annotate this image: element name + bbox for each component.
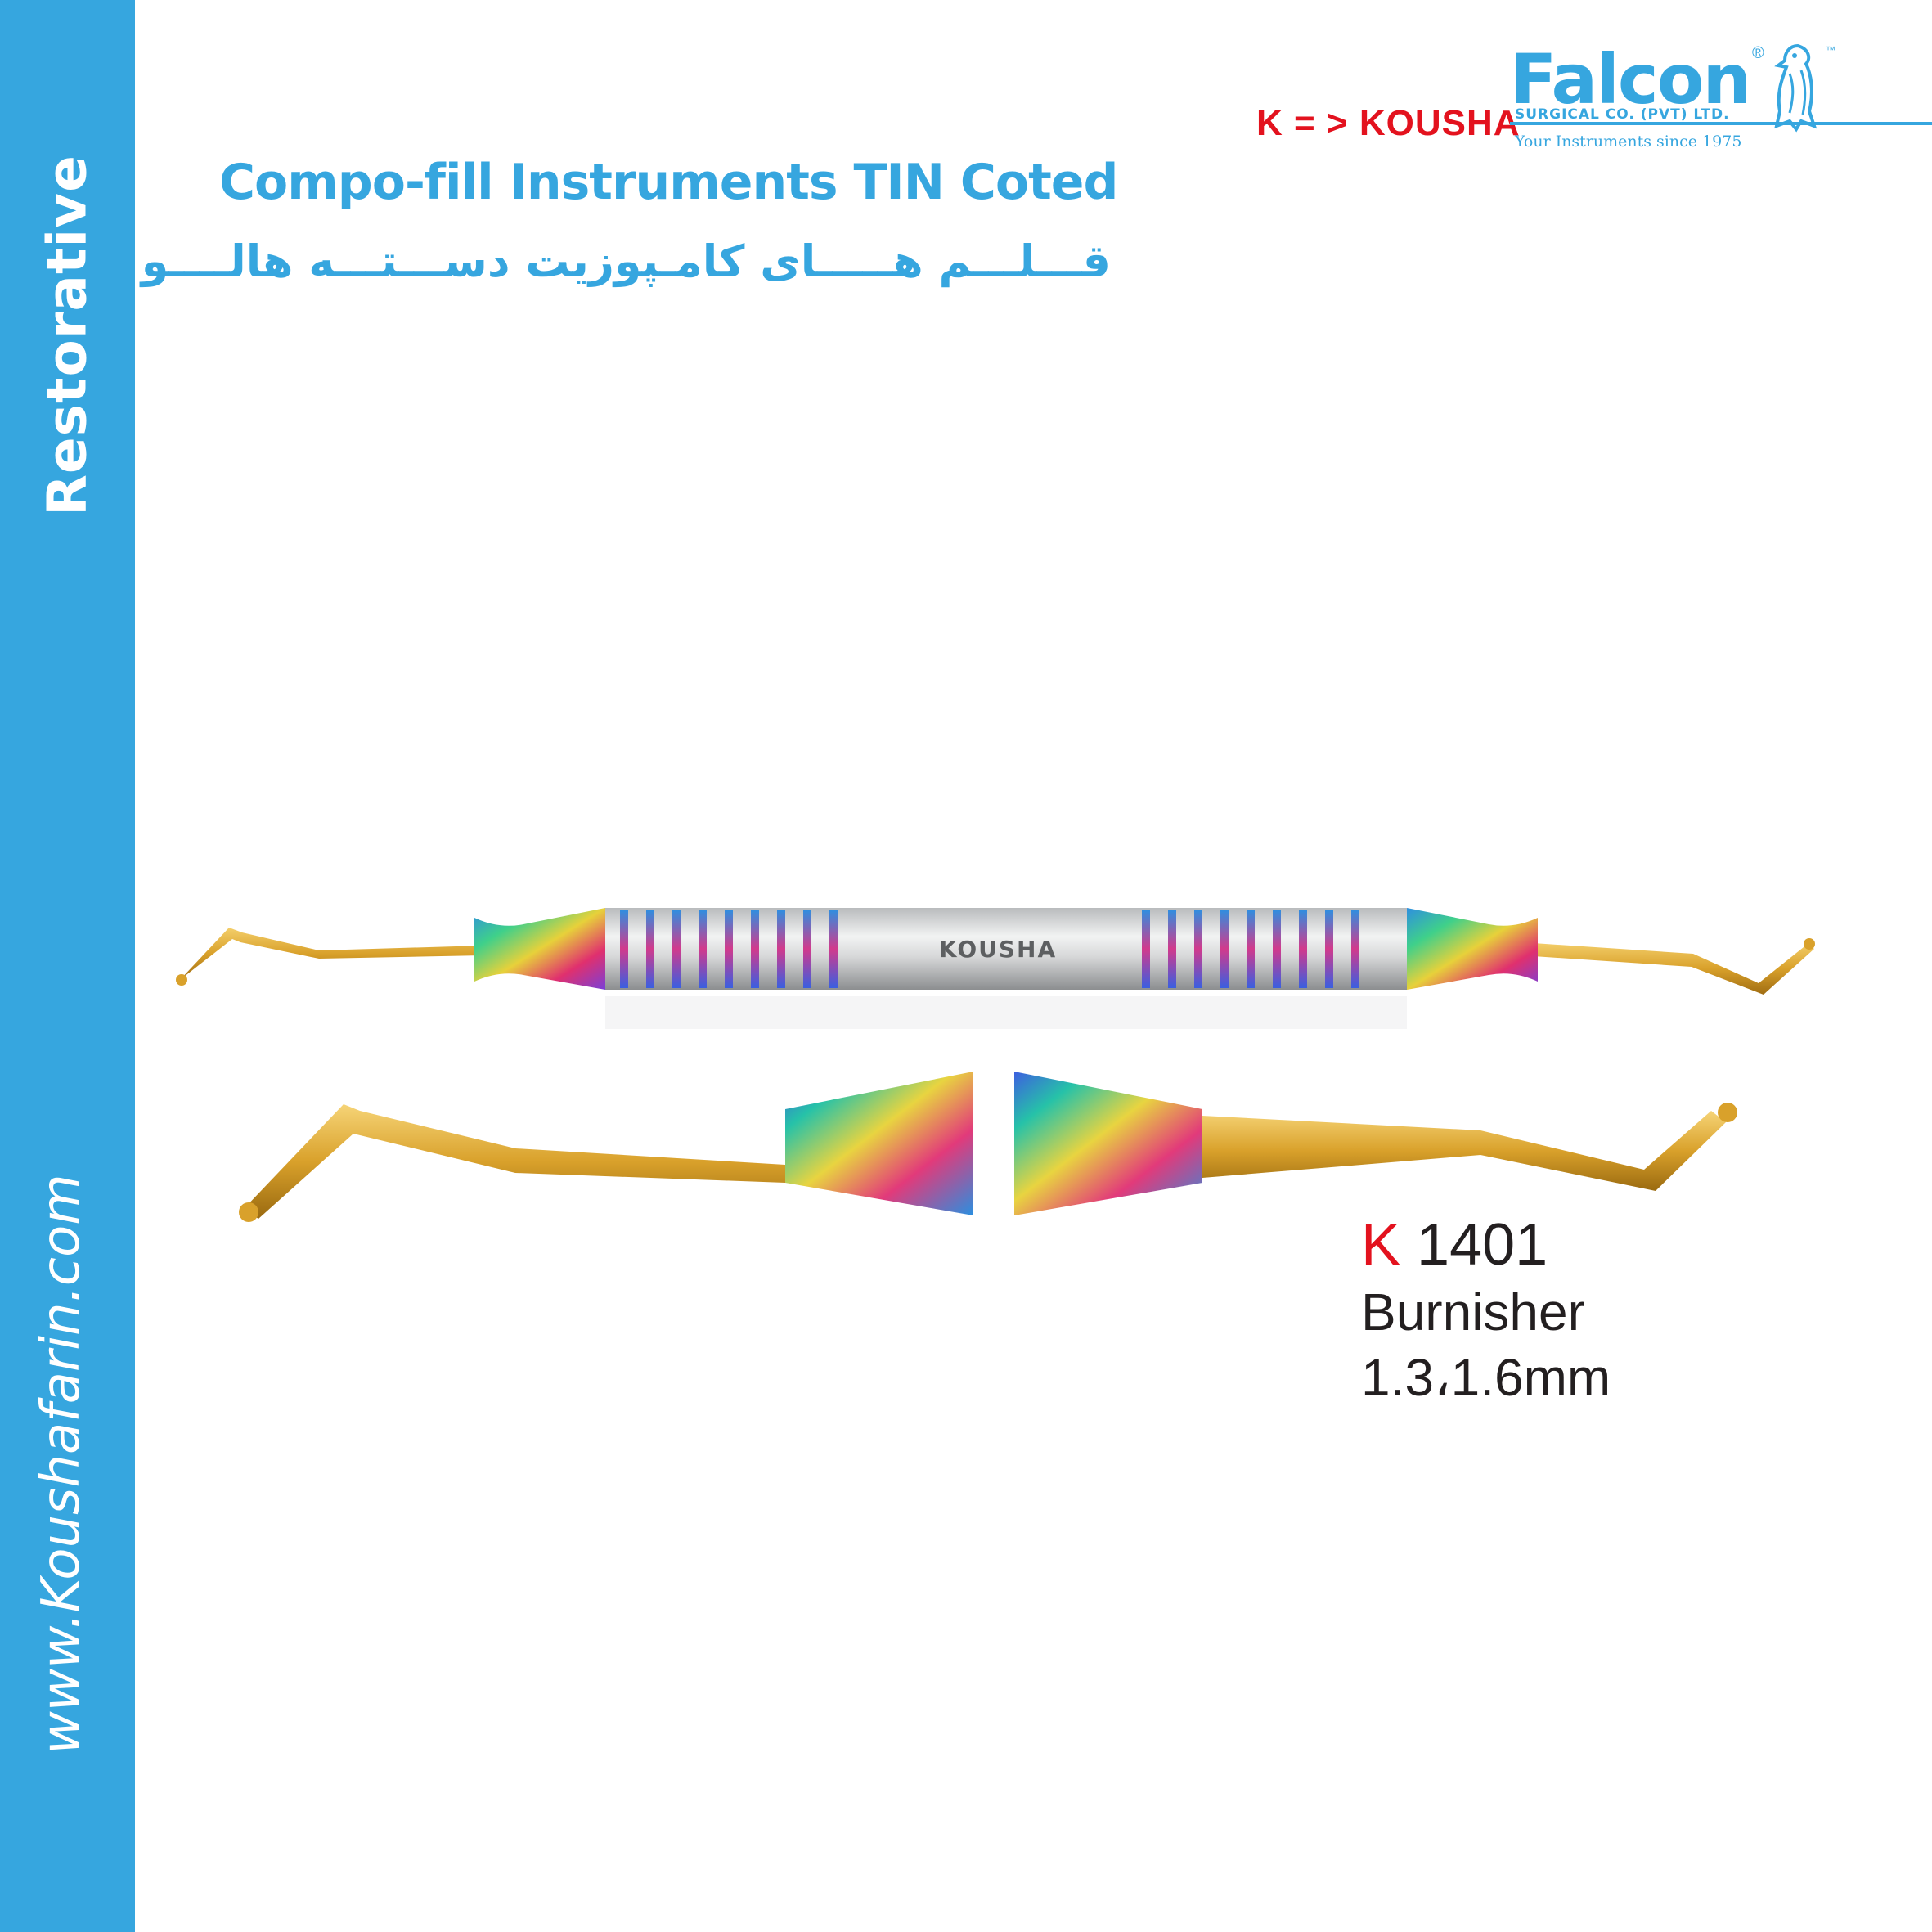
product-code-prefix: K — [1361, 1212, 1401, 1278]
registered-mark: ® — [1752, 44, 1764, 62]
website-link[interactable]: www.Koushafarin.com — [31, 1174, 92, 1755]
trademark-mark: ™ — [1826, 44, 1835, 56]
instrument-ends-closeup — [239, 1072, 1737, 1222]
category-label: Restorative — [35, 155, 99, 516]
page-title: Compo-fill Instruments TIN Coted — [219, 154, 1118, 211]
product-size: 1.3،1.6mm — [1361, 1348, 1611, 1407]
brand-name: Falcon — [1510, 39, 1751, 119]
product-name: Burnisher — [1361, 1283, 1585, 1341]
product-code: K 1401 — [1361, 1211, 1611, 1279]
handle-engraving: KOUSHA — [939, 936, 1057, 963]
falcon-bird-icon — [1774, 43, 1817, 133]
sidebar: Restorative www.Koushafarin.com — [0, 0, 135, 1932]
brand-tagline: Your Instruments since 1975 — [1515, 133, 1742, 151]
page-title-persian: قـــلـــم هـــــای کامـپوزیت دســـتـــه … — [141, 236, 1111, 287]
product-code-number: 1401 — [1400, 1212, 1548, 1278]
kousha-mapping-note: K = > KOUSHA — [1256, 103, 1521, 143]
instrument-full-image: KOUSHA — [176, 908, 1815, 1029]
brand-underline — [1510, 122, 1932, 125]
falcon-logo: Falcon ® SURGICAL CO. (PVT) LTD. Your In… — [1510, 43, 1932, 157]
brand-subtitle: SURGICAL CO. (PVT) LTD. — [1515, 106, 1730, 123]
product-info: K 1401 Burnisher 1.3،1.6mm — [1361, 1211, 1611, 1410]
